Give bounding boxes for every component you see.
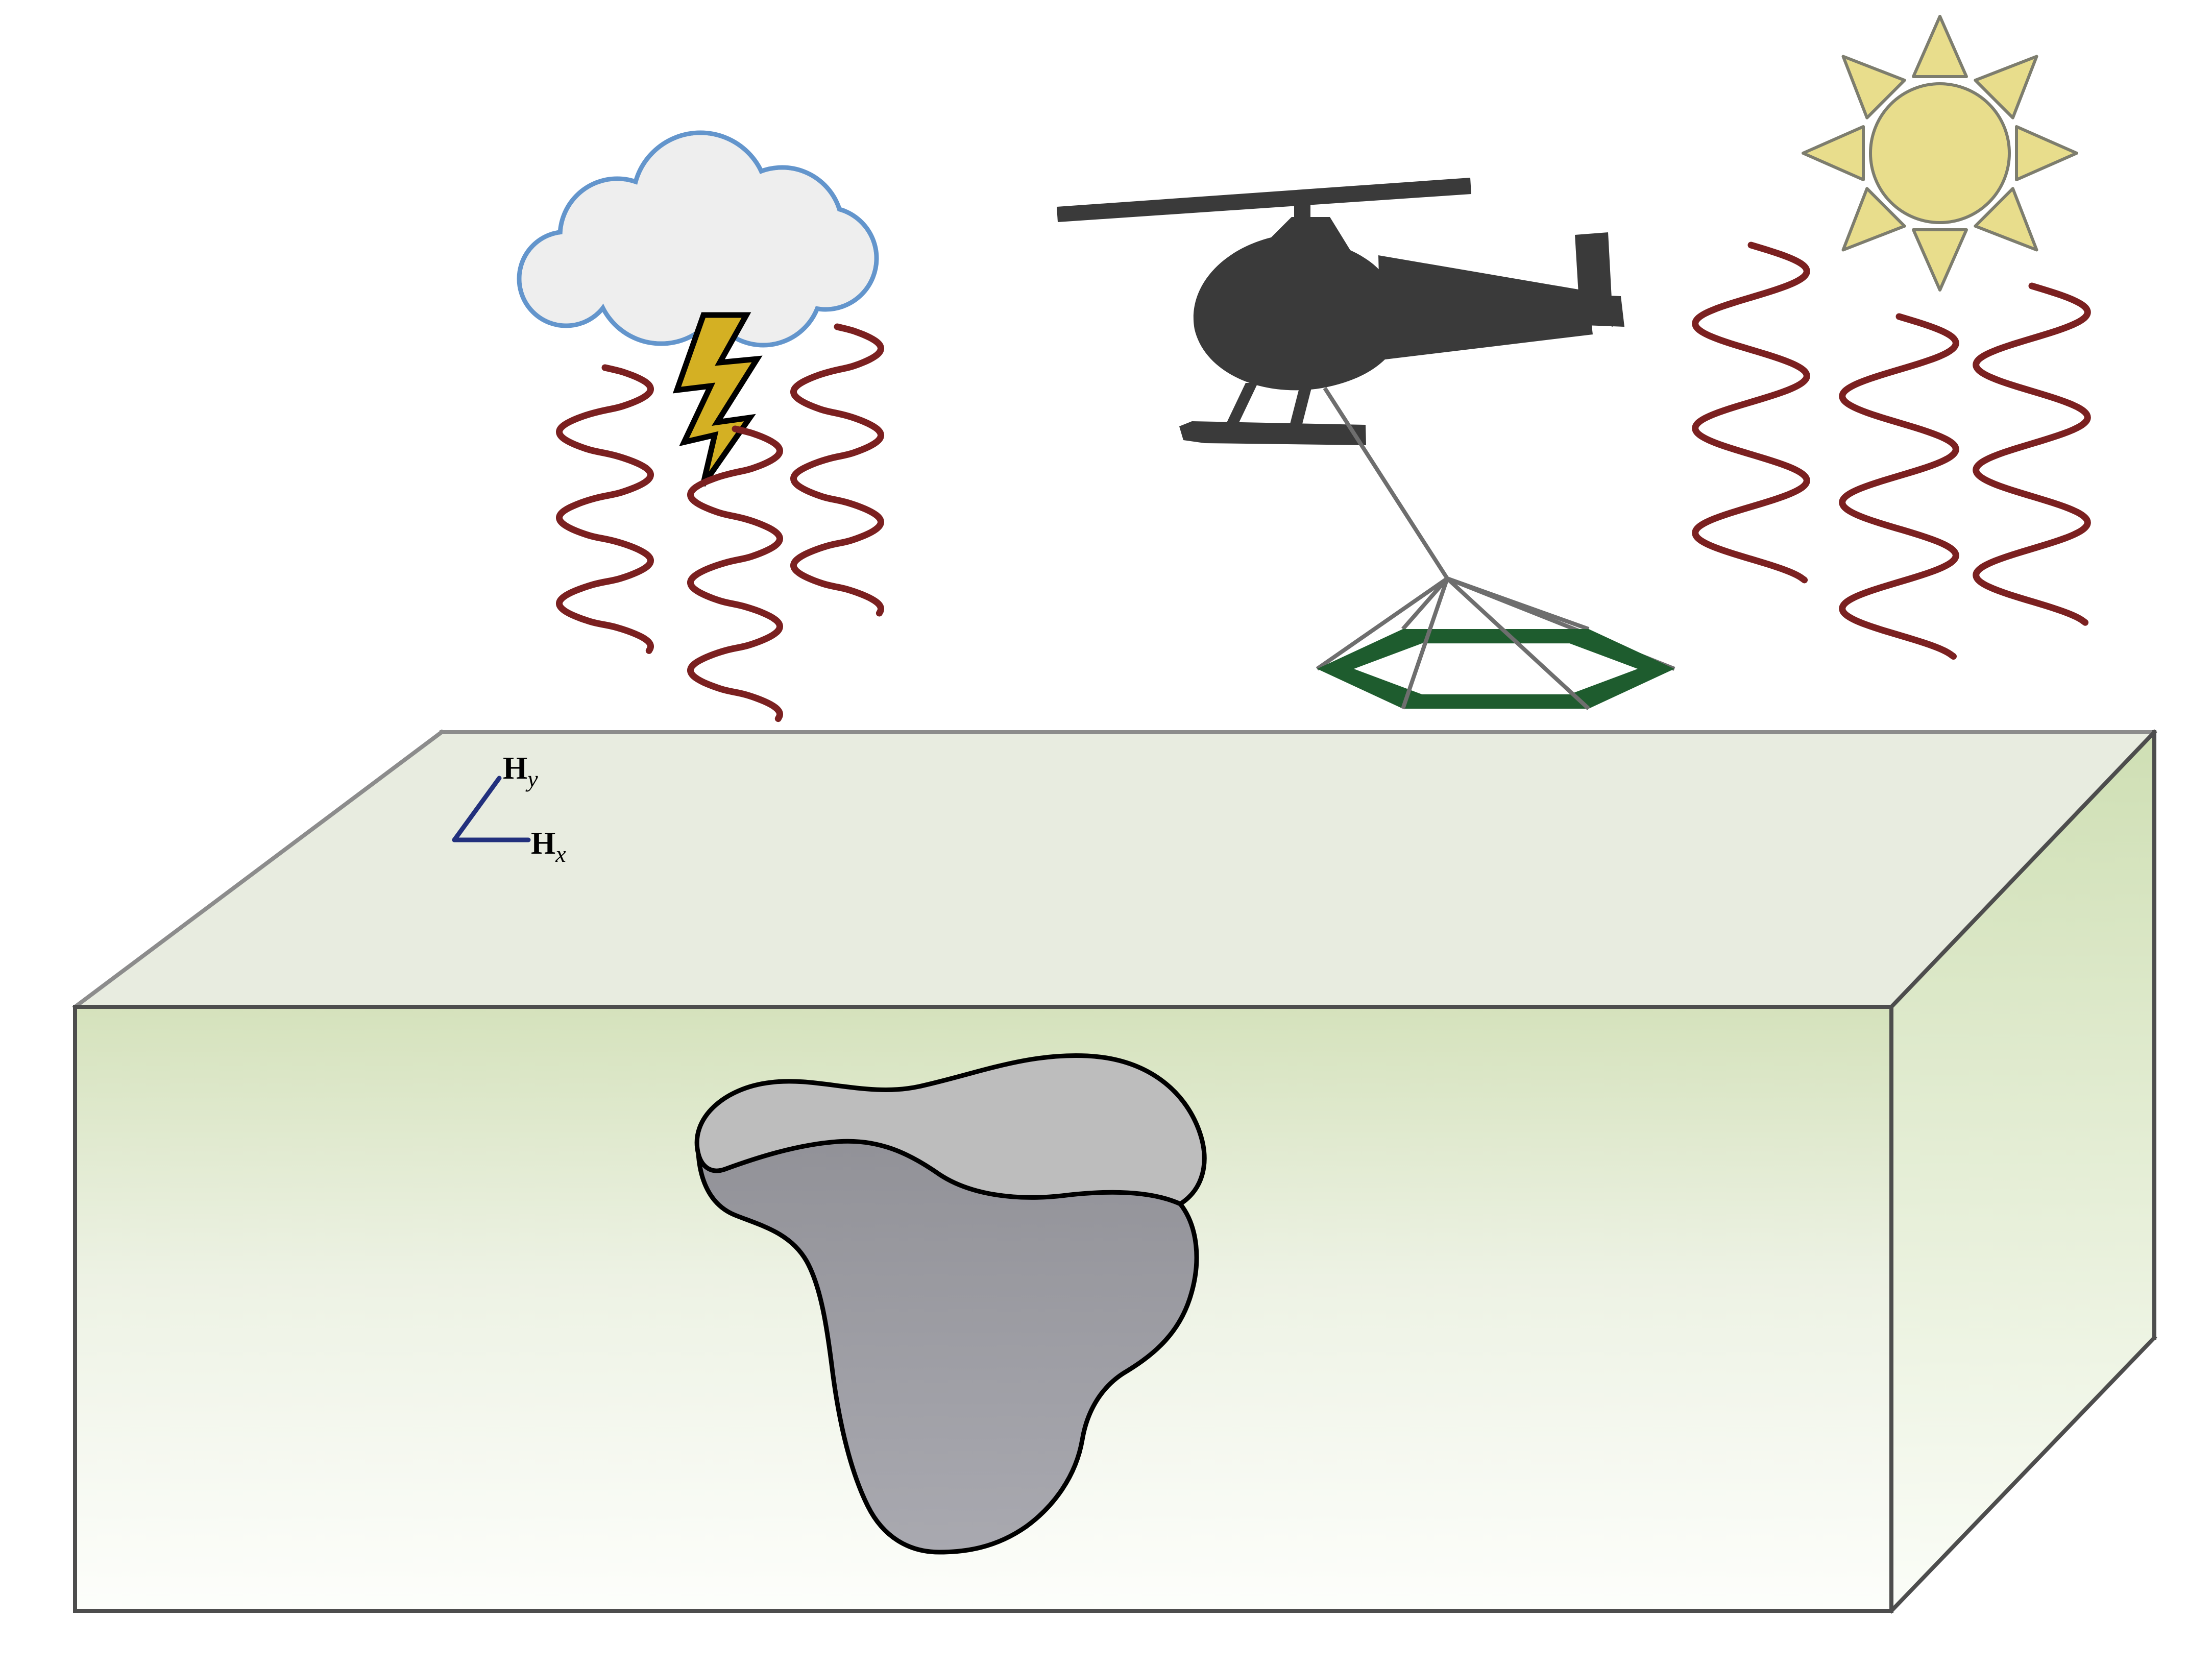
sun-icon bbox=[1802, 15, 2078, 292]
helicopter-landing-skid bbox=[1179, 421, 1366, 445]
helicopter-skid-strut bbox=[1289, 388, 1311, 430]
helicopter-main-rotor bbox=[1057, 178, 1471, 222]
sun-ray bbox=[1841, 187, 1906, 252]
hy-axis-line bbox=[452, 776, 502, 842]
cloud-puff-fill bbox=[598, 215, 724, 342]
em-wave-group bbox=[555, 242, 2091, 722]
magnetic-field-axes: Hx Hy bbox=[452, 751, 566, 867]
helicopter-fuselage bbox=[1193, 217, 1402, 391]
em-wave-squiggle bbox=[687, 425, 784, 722]
thundercloud bbox=[517, 130, 879, 348]
loop-bridle-line bbox=[1401, 577, 1449, 710]
em-wave-squiggle bbox=[555, 364, 654, 654]
sun-ray bbox=[1912, 228, 1968, 292]
earth-block-side-face bbox=[1891, 732, 2154, 1611]
helicopter-horizontal-stabilizer bbox=[1557, 294, 1624, 327]
subsurface-conductive-body bbox=[694, 1053, 1207, 1555]
sun-ray bbox=[1802, 125, 1865, 181]
loop-bridle-line bbox=[1401, 577, 1449, 631]
sun-ray bbox=[2015, 125, 2078, 181]
helicopter-tow-cable bbox=[1323, 387, 1449, 580]
helicopter-tail-boom bbox=[1378, 255, 1593, 360]
block-edge-top-left bbox=[72, 729, 445, 1010]
earth-block-top-face bbox=[75, 732, 2154, 1007]
sun-ray bbox=[1974, 187, 2038, 252]
hx-axis-label: Hx bbox=[531, 826, 566, 867]
sun-ray bbox=[1841, 55, 1906, 119]
sun-ray bbox=[1974, 55, 2038, 119]
block-edge-top-right bbox=[1888, 729, 2157, 1010]
em-wave-squiggle bbox=[1973, 282, 2091, 626]
loop-bridle-line bbox=[1446, 577, 1590, 710]
block-edge-side-bottom bbox=[1888, 1335, 2157, 1614]
cloud-puff-fill bbox=[521, 234, 611, 324]
helicopter-skid-strut bbox=[1224, 383, 1258, 428]
em-wave-squiggle bbox=[1692, 242, 1810, 584]
transmitter-loop bbox=[1316, 576, 1675, 710]
earth-block-edges bbox=[72, 729, 2157, 1614]
em-wave-squiggle bbox=[1839, 313, 1959, 660]
em-wave-squiggle bbox=[790, 323, 885, 617]
sun-ray bbox=[1912, 15, 1968, 78]
anomaly-outline bbox=[694, 1053, 1207, 1555]
sun-disk bbox=[1869, 82, 2011, 224]
hy-axis-label: Hy bbox=[503, 751, 538, 792]
lightning-bolt-icon bbox=[672, 312, 763, 487]
loop-ring bbox=[1317, 629, 1674, 709]
loop-bridle-line bbox=[1316, 576, 1449, 671]
anomaly-top-cap bbox=[697, 1055, 1205, 1204]
helicopter-icon bbox=[1057, 178, 1624, 580]
